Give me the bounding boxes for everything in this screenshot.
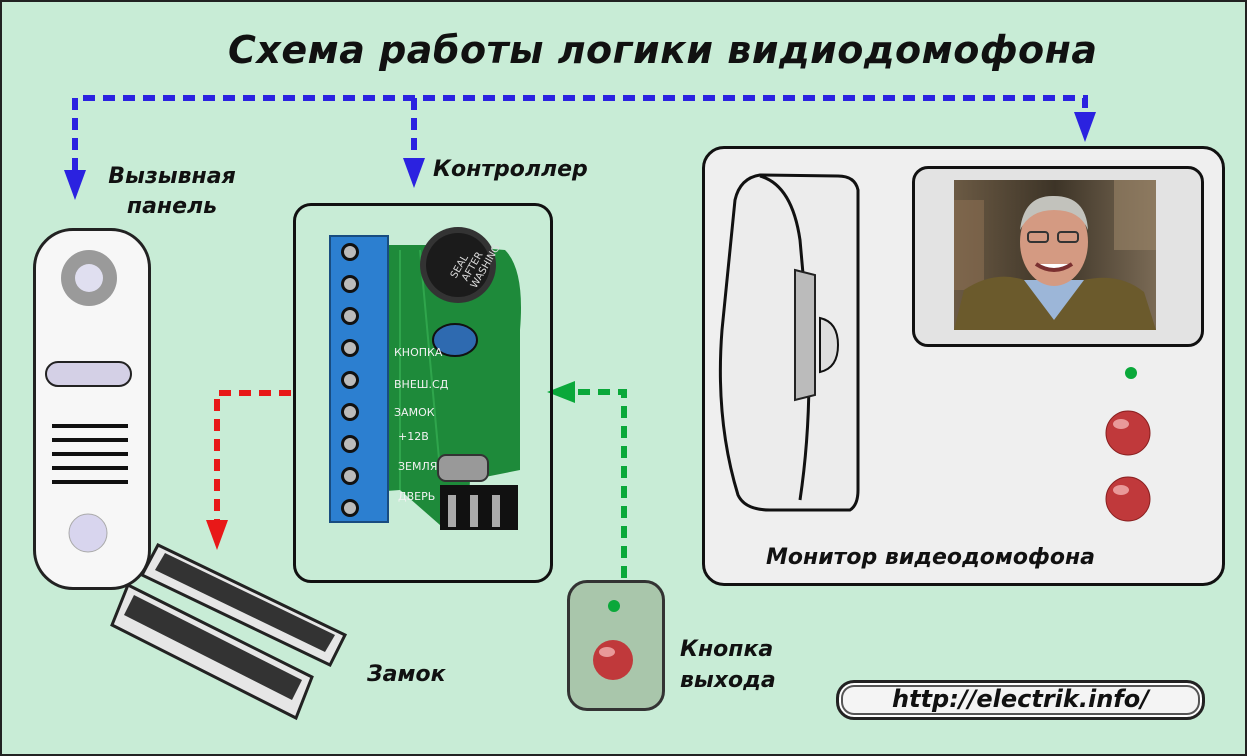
call-panel: [33, 228, 151, 590]
arrow-to-controller-from-button-icon: [547, 381, 575, 403]
button-signal-line: [575, 389, 627, 578]
magnetic-lock-icon: [110, 543, 348, 721]
panel-label: Вызывная панель: [92, 162, 252, 222]
site-url-text: http://electrik.info/: [892, 685, 1149, 713]
monitor-led-icon: [1125, 367, 1137, 379]
crystal-icon: [437, 454, 489, 482]
monitor-button-1[interactable]: [1105, 410, 1151, 456]
terminal-label-door: ДВЕРЬ: [398, 490, 435, 503]
capacitor-icon: [432, 323, 478, 357]
terminal-block: [329, 235, 389, 523]
lock-label: Замок: [367, 662, 446, 687]
exit-button-label-line-2: выхода: [680, 668, 776, 693]
diagram-title: Схема работы логики видиодомофона: [228, 28, 1098, 72]
exit-button-label: Кнопка выхода: [680, 634, 776, 696]
panel-label-line-2: панель: [126, 194, 218, 219]
exit-button-label-line-1: Кнопка: [680, 637, 774, 662]
lock-signal-line: [214, 390, 291, 520]
arrow-to-controller-icon: [403, 158, 425, 188]
arrow-to-lock-icon: [206, 520, 228, 550]
terminal-label-12v: +12В: [398, 430, 429, 443]
call-signal-line: [72, 95, 1088, 190]
terminal-screws: [341, 243, 359, 517]
monitor-video-image: [954, 180, 1156, 330]
exit-button-box: [567, 580, 665, 711]
monitor-button-2[interactable]: [1105, 476, 1151, 522]
arrow-to-monitor-icon: [1074, 112, 1096, 142]
controller-board: SEAL AFTER WASHING КНОПКА ВНЕШ.СД ЗАМОК …: [329, 227, 521, 530]
terminal-label-led: ВНЕШ.СД: [394, 378, 449, 391]
terminal-label-lock: ЗАМОК: [394, 406, 435, 419]
handset-icon: [718, 173, 860, 512]
panel-label-line-1: Вызывная: [108, 164, 236, 189]
controller-label: Контроллер: [433, 157, 588, 182]
arrow-to-panel-icon: [64, 170, 86, 200]
person-photo: [954, 180, 1156, 330]
terminal-label-ground: ЗЕМЛЯ: [398, 460, 437, 473]
site-url-badge[interactable]: http://electrik.info/: [836, 680, 1205, 720]
monitor-label: Монитор видеодомофона: [766, 545, 1096, 570]
terminal-label-button: КНОПКА: [394, 346, 443, 359]
